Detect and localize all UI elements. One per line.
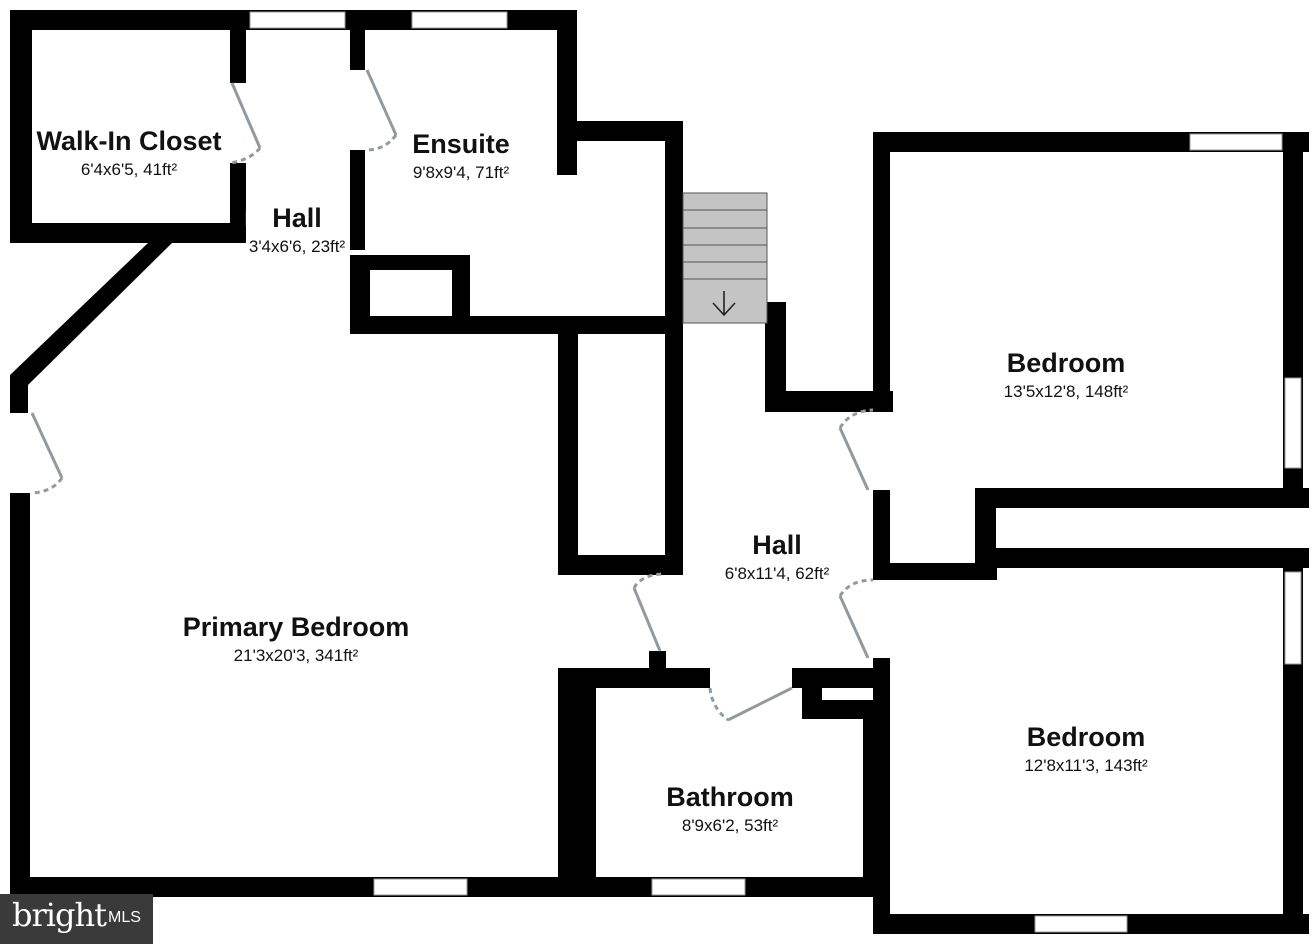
room-dimensions: 6'4x6'5, 41ft² bbox=[33, 158, 225, 182]
door-bathroom bbox=[708, 686, 793, 722]
stairs bbox=[682, 192, 768, 324]
door-closet bbox=[229, 82, 262, 165]
door-bedroom-lower bbox=[838, 578, 874, 659]
door-ensuite bbox=[365, 69, 398, 152]
door-primary-left bbox=[30, 412, 64, 495]
room-name: Hall bbox=[245, 203, 349, 233]
room-dimensions: 21'3x20'3, 341ft² bbox=[233, 646, 359, 665]
room-dimensions: 9'8x9'4, 71ft² bbox=[412, 163, 510, 182]
room-name: Bedroom bbox=[1026, 722, 1146, 752]
room-name: Walk-In Closet bbox=[33, 126, 225, 156]
windows bbox=[249, 11, 1302, 933]
room-dimensions: 8'9x6'2, 53ft² bbox=[681, 816, 779, 835]
room-label-bathroom: Bathroom 8'9x6'2, 53ft² bbox=[666, 782, 794, 838]
room-label-ensuite: Ensuite 9'8x9'4, 71ft² bbox=[412, 129, 510, 185]
room-label-hall-center: Hall 6'8x11'4, 62ft² bbox=[725, 530, 829, 586]
room-name: Primary Bedroom bbox=[182, 612, 410, 642]
room-label-primary-bedroom: Primary Bedroom 21'3x20'3, 341ft² bbox=[183, 612, 410, 668]
arrow-down-icon bbox=[712, 291, 736, 317]
watermark-brand: bright bbox=[12, 896, 107, 934]
room-label-bedroom-lower: Bedroom 12'8x11'3, 143ft² bbox=[1024, 722, 1147, 778]
room-dimensions: 3'4x6'6, 23ft² bbox=[245, 235, 349, 259]
bright-mls-logo: bright MLS bbox=[0, 894, 153, 944]
room-name: Bathroom bbox=[666, 782, 794, 812]
room-label-bedroom-upper: Bedroom 13'5x12'8, 148ft² bbox=[1004, 348, 1129, 404]
room-label-walk-in-closet: Walk-In Closet 6'4x6'5, 41ft² bbox=[33, 126, 225, 182]
room-name: Ensuite bbox=[412, 129, 510, 159]
room-dimensions: 12'8x11'3, 143ft² bbox=[1024, 756, 1148, 775]
room-dimensions: 13'5x12'8, 148ft² bbox=[1003, 382, 1129, 401]
door-primary-hall bbox=[632, 572, 666, 652]
room-name: Bedroom bbox=[1006, 348, 1126, 378]
room-dimensions: 6'8x11'4, 62ft² bbox=[724, 564, 830, 583]
door-bedroom-upper bbox=[838, 408, 874, 491]
doors bbox=[30, 69, 874, 722]
watermark-mls: MLS bbox=[108, 909, 141, 926]
room-name: Hall bbox=[752, 530, 802, 560]
room-label-hall-upper: Hall 3'4x6'6, 23ft² bbox=[245, 203, 349, 259]
